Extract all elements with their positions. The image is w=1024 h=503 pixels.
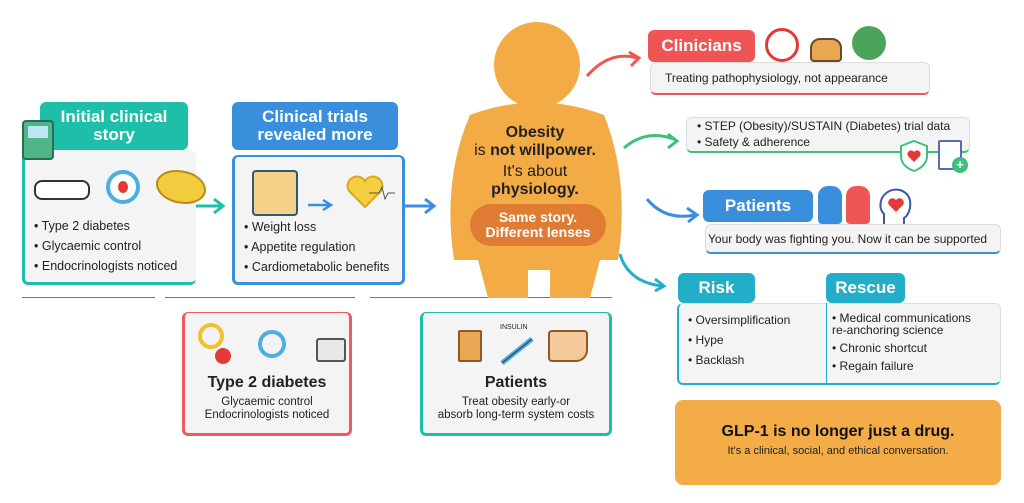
center-line2-emphasis: not willpower. (490, 142, 596, 159)
foot-icon (548, 330, 588, 362)
center-line1: Obesity (505, 124, 565, 141)
center-line2-prefix: is (474, 142, 491, 159)
center-line2: is not willpower. (460, 142, 610, 160)
trial-data-bullets: STEP (Obesity)/SUSTAIN (Diabetes) trial … (697, 118, 951, 150)
pointing-hand-icon (34, 180, 90, 200)
person-red-icon (846, 186, 870, 224)
pancreas-icon (156, 170, 206, 204)
initial-story-bullets: Type 2 diabetes Glycaemic control Endocr… (34, 216, 178, 276)
red-cell-icon (215, 348, 231, 364)
magnifier-blood-icon (258, 330, 286, 358)
type2-line1: Glycaemic control (221, 396, 313, 408)
bullet: Backlash (688, 350, 790, 370)
bullet: Regain failure (832, 360, 982, 372)
magnifier-blood-icon (106, 170, 140, 204)
rescue-bullets: Medical communications re-anchoring scie… (832, 312, 982, 372)
arrow-right-icon (308, 198, 334, 212)
divider (826, 303, 827, 385)
head-heart-icon (879, 188, 912, 224)
risk-header: Risk (678, 273, 755, 303)
curved-arrow-blue-icon (645, 198, 700, 224)
divider (165, 297, 355, 298)
glucose-meter-icon (22, 120, 54, 160)
blood-cells-icon (198, 323, 224, 349)
center-line3: It's about (502, 163, 568, 180)
patients-text: Your body was fighting you. Now it can b… (708, 232, 988, 246)
conclusion-subtitle: It's a clinical, social, and ethical con… (727, 445, 949, 457)
trials-bullets: Weight loss Appetite regulation Cardiome… (244, 217, 389, 277)
clinicians-header: Clinicians (648, 30, 755, 62)
person-blue-icon (818, 186, 842, 224)
glucose-monitor-icon (316, 338, 346, 362)
center-message: Obesity is not willpower. It's about phy… (460, 124, 610, 199)
bullet: Weight loss (244, 217, 389, 237)
patients-cost-card (420, 312, 612, 436)
person-figure-icon (450, 22, 622, 298)
curved-arrow-teal-icon (618, 253, 667, 293)
heart-pulse-icon (346, 175, 395, 209)
type2-line2: Endocrinologists noticed (204, 409, 330, 421)
shield-heart-icon (900, 139, 928, 173)
clinicians-card (650, 62, 930, 95)
patients-card-title: Patients (484, 374, 548, 391)
rescue-header: Rescue (826, 273, 905, 303)
curved-arrow-green-icon (623, 132, 680, 150)
risk-bullets: Oversimplification Hype Backlash (688, 310, 791, 370)
arrow-right-icon (196, 197, 226, 215)
scale-icon (252, 170, 298, 216)
bullet: STEP (Obesity)/SUSTAIN (Diabetes) trial … (697, 118, 951, 134)
bullet: Type 2 diabetes (34, 216, 177, 236)
bullet: Medical communications re-anchoring scie… (832, 312, 982, 336)
patients-header: Patients (703, 190, 813, 222)
insulin-label: INSULIN (500, 324, 528, 331)
insulin-syringe-icon (500, 337, 534, 365)
type2-title: Type 2 diabetes (207, 374, 327, 391)
bullet: Appetite regulation (244, 237, 389, 257)
patients-card-line1: Treat obesity early-or (461, 396, 571, 408)
bullet: Endocrinologists noticed (34, 256, 178, 276)
clinicians-text: Treating pathophysiology, not appearance (665, 71, 888, 85)
arrow-right-icon (405, 197, 437, 215)
initial-story-header: Initial clinical story (40, 102, 188, 150)
bullet: Hype (688, 330, 790, 350)
conclusion-title: GLP-1 is no longer just a drug. (721, 423, 955, 440)
divider (22, 297, 155, 298)
healthy-food-icon (852, 26, 886, 60)
patients-card-line2: absorb long-term system costs (437, 409, 595, 421)
patients-card (705, 224, 1001, 254)
no-sugar-icon (765, 28, 799, 62)
burger-icon (810, 38, 842, 62)
medicine-bottle-icon (458, 330, 482, 362)
bullet: Chronic shortcut (832, 342, 982, 354)
conclusion-box (675, 400, 1001, 485)
bullet: Cardiometabolic benefits (244, 257, 390, 277)
trials-header: Clinical trials revealed more (232, 102, 398, 150)
bullet: Safety & adherence (697, 134, 950, 150)
curved-arrow-red-icon (585, 50, 642, 77)
bullet: Oversimplification (688, 310, 791, 330)
plus-badge-icon: + (952, 157, 968, 173)
bullet: Glycaemic control (34, 236, 177, 256)
same-story-pill: Same story. Different lenses (470, 204, 606, 246)
center-line4: physiology. (491, 181, 579, 198)
